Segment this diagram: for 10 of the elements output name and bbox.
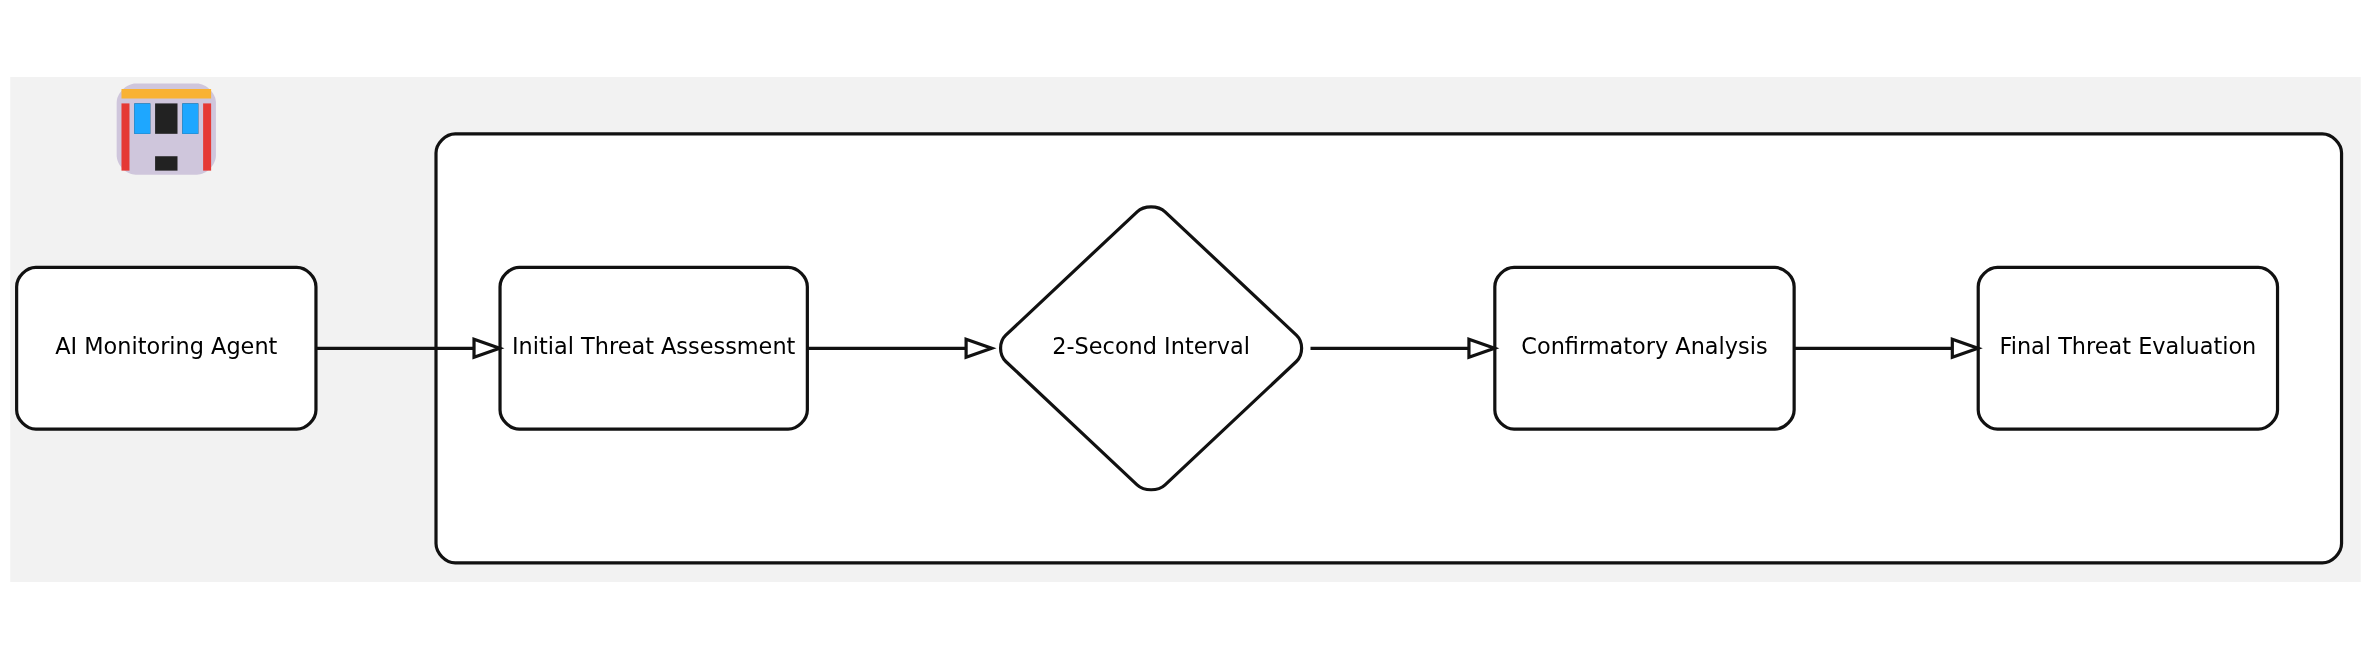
node-picture [116, 82, 216, 175]
node-box: Final Threat Evaluation [1976, 265, 2280, 431]
cluster [434, 131, 2344, 564]
arrow [807, 336, 997, 360]
node-box: Initial Threat Assessment [498, 265, 809, 431]
node-box: Confirmatory Analysis [1493, 265, 1796, 431]
arrow [316, 336, 505, 360]
arrow [1794, 336, 1983, 360]
node-box: AI Monitoring Agent [15, 265, 318, 431]
arrow [1310, 336, 1500, 360]
